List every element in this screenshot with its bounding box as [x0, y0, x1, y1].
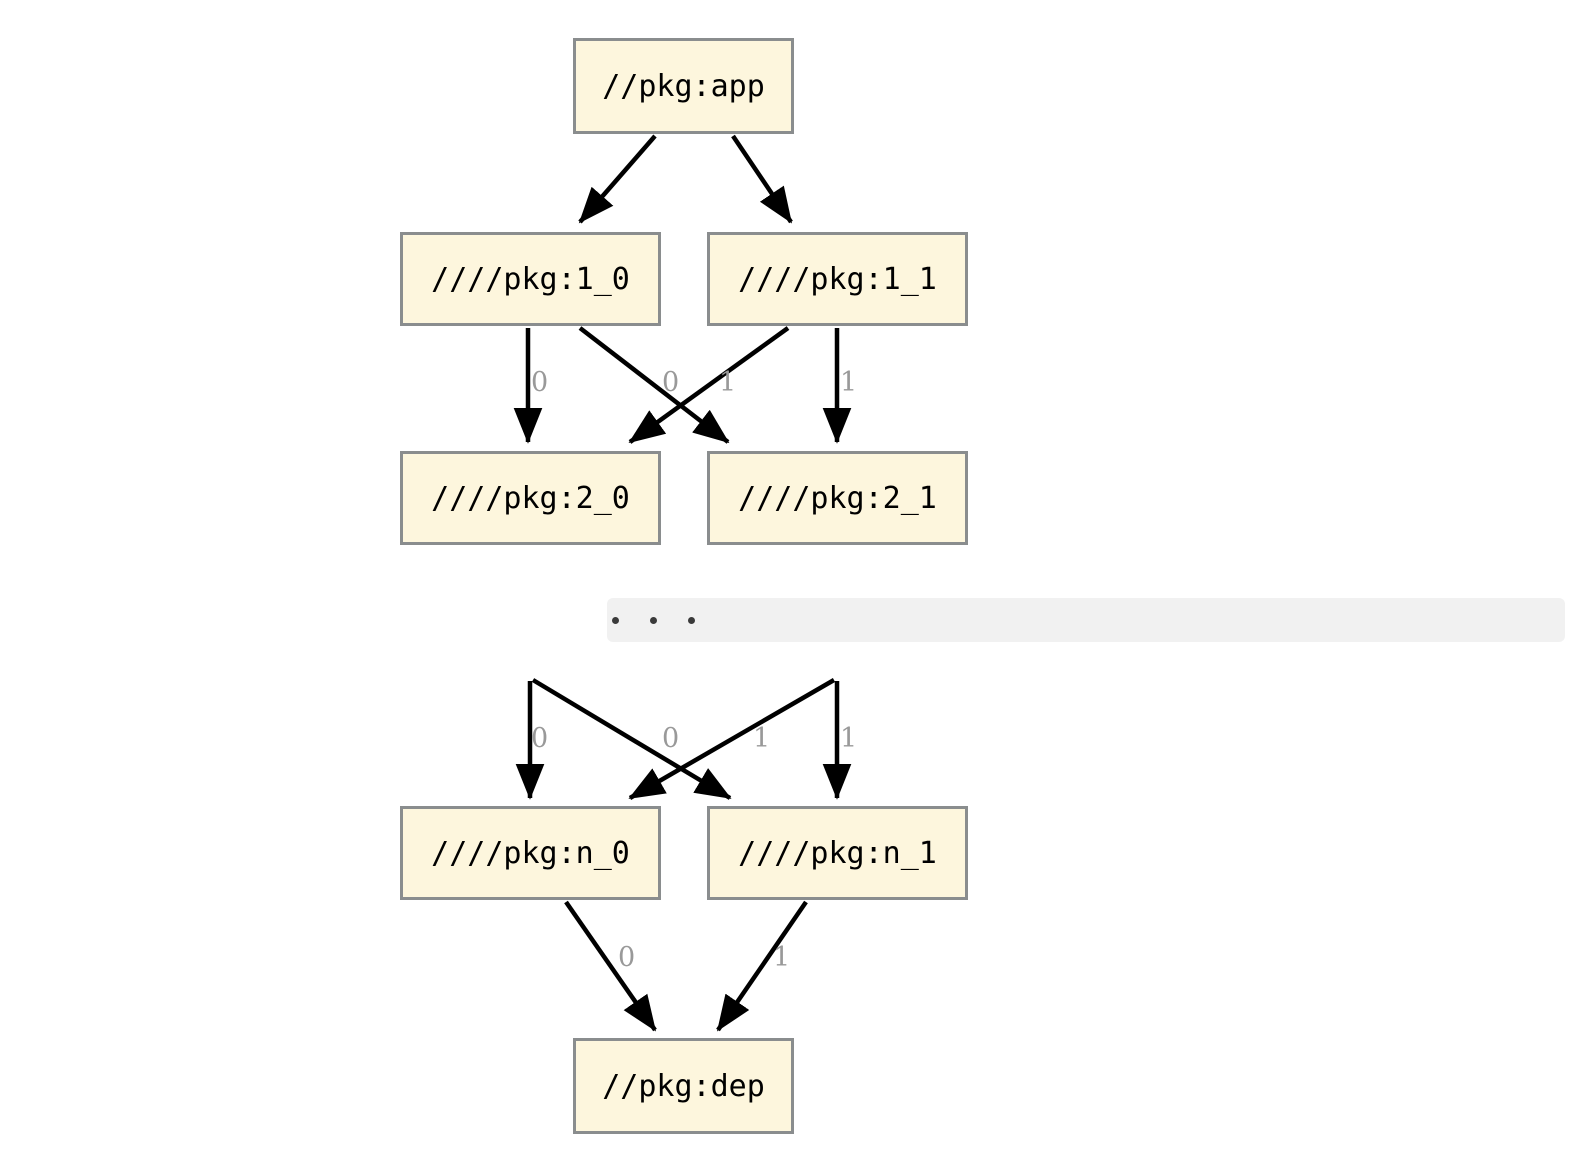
edge-n_0-to-dep [564, 900, 657, 1032]
node-label: //pkg:dep [602, 1068, 765, 1104]
node-label: ////pkg:1_1 [738, 261, 937, 297]
node-pkg-n_0[interactable]: ////pkg:n_0 [400, 806, 661, 900]
ellipsis-dots-icon [612, 617, 695, 624]
node-label: ////pkg:n_1 [738, 835, 937, 871]
edge-label-1_0-2_1: 0 [662, 367, 680, 398]
edge-label-n_0-dep: 0 [618, 942, 636, 973]
ellipsis-dot [650, 617, 657, 624]
edge-label-hidden-n_0: 0 [531, 723, 549, 754]
edge-hidden-to-n_0-cross [628, 678, 836, 800]
edge-label-hidden-n_0-cross: 1 [753, 723, 771, 754]
node-label: //pkg:app [602, 68, 765, 104]
ellipsis-dot [688, 617, 695, 624]
edge-1_1-to-2_0 [628, 326, 790, 444]
node-label: ////pkg:2_0 [431, 480, 630, 516]
node-pkg-1_0[interactable]: ////pkg:1_0 [400, 232, 661, 326]
edge-hidden-to-n_1-cross [531, 678, 732, 800]
edge-label-1_1-2_0: 1 [719, 367, 737, 398]
edge-label-hidden-n_1-cross: 0 [662, 723, 680, 754]
node-pkg-2_0[interactable]: ////pkg:2_0 [400, 451, 661, 545]
node-label: ////pkg:2_1 [738, 480, 937, 516]
node-pkg-2_1[interactable]: ////pkg:2_1 [707, 451, 968, 545]
edge-1_0-to-2_1 [578, 326, 730, 444]
edge-n_1-to-dep [716, 900, 808, 1032]
edge-app-to-1_1 [731, 134, 793, 224]
node-pkg-1_1[interactable]: ////pkg:1_1 [707, 232, 968, 326]
node-label: ////pkg:n_0 [431, 835, 630, 871]
edge-app-to-1_0 [578, 134, 657, 224]
edge-label-1_1-2_1: 1 [840, 367, 858, 398]
ellipsis-dot [612, 617, 619, 624]
edge-label-1_0-2_0: 0 [531, 367, 549, 398]
node-app[interactable]: //pkg:app [573, 38, 794, 134]
node-dep[interactable]: //pkg:dep [573, 1038, 794, 1134]
edge-label-hidden-n_1: 1 [840, 723, 858, 754]
node-pkg-n_1[interactable]: ////pkg:n_1 [707, 806, 968, 900]
edge-label-n_1-dep: 1 [773, 942, 791, 973]
ellipsis-separator-band [607, 598, 1565, 642]
node-label: ////pkg:1_0 [431, 261, 630, 297]
